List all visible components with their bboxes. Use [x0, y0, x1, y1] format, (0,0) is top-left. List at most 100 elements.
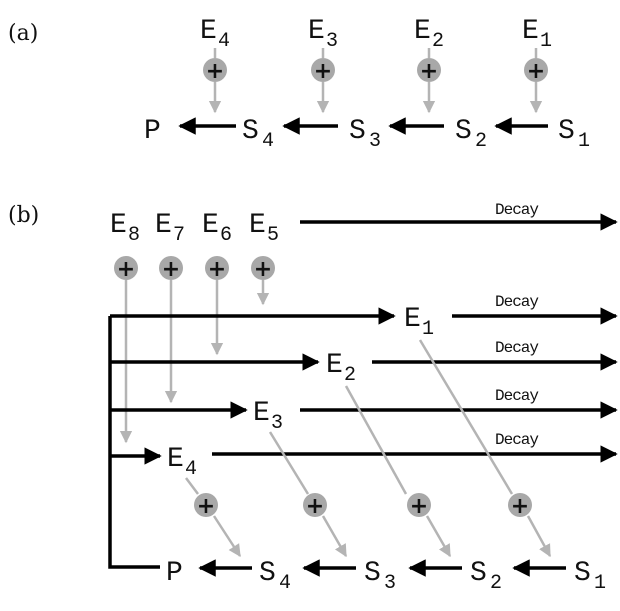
svg-text:E: E: [414, 16, 431, 47]
panel-b-feedback-vertical: [108, 316, 160, 569]
svg-text:3: 3: [271, 412, 283, 435]
panel-b-decay-label-5: Decay: [495, 431, 539, 449]
svg-text:5: 5: [267, 224, 279, 247]
svg-text:E: E: [249, 210, 266, 241]
panel-b-decay-label-3: Decay: [495, 339, 539, 357]
svg-text:S: S: [455, 116, 472, 147]
panel-b-activation-e7: +: [159, 256, 183, 282]
svg-text:E: E: [522, 16, 539, 47]
svg-text:+: +: [197, 494, 215, 519]
svg-text:E: E: [167, 444, 184, 475]
panel-b-decay-label-1: Decay: [495, 201, 539, 219]
panel-b-substrate-s2: S 2: [470, 558, 502, 595]
panel-b-gray-arrow-s4p: [212, 515, 242, 558]
svg-text:6: 6: [220, 224, 232, 247]
svg-text:2: 2: [432, 30, 444, 53]
panel-b-diag-e2: [344, 385, 408, 495]
svg-text:+: +: [314, 59, 332, 84]
panel-a-substrate-s3: S 3: [349, 116, 381, 153]
svg-text:+: +: [162, 257, 180, 282]
svg-text:+: +: [511, 494, 529, 519]
panel-b-enzyme-e6: E 6: [202, 210, 232, 247]
svg-text:E: E: [326, 350, 343, 381]
panel-b-gray-arrow-s2s3: [425, 515, 452, 558]
panel-b-enzyme-e5: E 5: [249, 210, 279, 247]
svg-text:E: E: [404, 304, 421, 335]
svg-text:+: +: [410, 494, 428, 519]
svg-text:S: S: [364, 558, 381, 589]
panel-b-substrate-s3: S 3: [364, 558, 396, 595]
panel-b-decay-label-2: Decay: [495, 293, 539, 311]
panel-a-enzyme-e2: E 2: [414, 16, 444, 53]
panel-b-activation-e8: +: [114, 256, 138, 282]
panel-b-enzyme-e8: E 8: [110, 210, 140, 247]
panel-a-activation-e3: +: [311, 48, 335, 114]
panel-b-activation-e3: +: [303, 493, 327, 519]
svg-text:E: E: [110, 210, 127, 241]
panel-b-gray-arrow-s1s2: [526, 515, 552, 558]
svg-text:E: E: [308, 16, 325, 47]
panel-b-decay-label-4: Decay: [495, 387, 539, 405]
panel-b-enzyme-e4: E 4: [167, 444, 197, 481]
panel-b-gray-arrow-s3s4: [321, 515, 348, 558]
panel-a-label: (a): [8, 21, 38, 46]
panel-b-activation-e2: +: [407, 493, 431, 519]
svg-text:3: 3: [384, 572, 396, 595]
svg-text:S: S: [242, 116, 259, 147]
panel-b-product-p: P: [166, 558, 183, 589]
panel-a-enzyme-e1: E 1: [522, 16, 552, 53]
svg-text:4: 4: [262, 130, 274, 153]
panel-b-diag-e1: [418, 339, 514, 495]
svg-text:2: 2: [475, 130, 487, 153]
svg-text:+: +: [527, 59, 545, 84]
svg-text:+: +: [206, 59, 224, 84]
panel-b-enzyme-e2: E 2: [326, 350, 356, 387]
svg-text:1: 1: [578, 130, 590, 153]
panel-a-enzyme-e4: E 4: [200, 16, 230, 53]
svg-text:E: E: [253, 398, 270, 429]
panel-b-activation-e4: +: [194, 493, 218, 519]
panel-a-product-p: P: [144, 116, 161, 147]
svg-text:3: 3: [369, 130, 381, 153]
panel-a-substrate-s1: S 1: [558, 116, 590, 153]
svg-text:4: 4: [218, 30, 230, 53]
svg-text:+: +: [306, 494, 324, 519]
svg-text:7: 7: [173, 224, 185, 247]
svg-text:P: P: [166, 558, 183, 589]
panel-b-enzyme-e1: E 1: [404, 304, 434, 341]
svg-text:S: S: [349, 116, 366, 147]
svg-text:E: E: [200, 16, 217, 47]
svg-text:4: 4: [185, 458, 197, 481]
panel-b-substrate-s1: S 1: [574, 558, 606, 595]
svg-text:E: E: [155, 210, 172, 241]
svg-text:8: 8: [128, 224, 140, 247]
panel-a-substrate-s2: S 2: [455, 116, 487, 153]
svg-text:S: S: [574, 558, 591, 589]
panel-b-diag-e4: [185, 477, 199, 495]
panel-a-enzyme-e3: E 3: [308, 16, 338, 53]
svg-text:S: S: [259, 558, 276, 589]
svg-text:E: E: [202, 210, 219, 241]
svg-text:1: 1: [594, 572, 606, 595]
svg-text:+: +: [117, 257, 135, 282]
svg-text:2: 2: [490, 572, 502, 595]
panel-a-substrate-s4: S 4: [242, 116, 274, 153]
panel-b-label: (b): [8, 203, 39, 228]
panel-b-substrate-s4: S 4: [259, 558, 291, 595]
panel-a-activation-e2: +: [417, 48, 441, 114]
panel-a-activation-e4: +: [203, 48, 227, 114]
panel-b-enzyme-e7: E 7: [155, 210, 185, 247]
svg-text:3: 3: [326, 30, 338, 53]
svg-text:P: P: [144, 116, 161, 147]
panel-a-activation-e1: +: [524, 48, 548, 114]
panel-b-diag-e3: [268, 431, 310, 495]
svg-text:1: 1: [422, 318, 434, 341]
panel-b-activation-e6: +: [205, 256, 229, 282]
svg-text:+: +: [420, 59, 438, 84]
svg-text:1: 1: [540, 30, 552, 53]
svg-text:+: +: [254, 257, 272, 282]
panel-b-activation-e1: +: [508, 493, 532, 519]
panel-b-enzyme-e3: E 3: [253, 398, 283, 435]
svg-text:4: 4: [279, 572, 291, 595]
